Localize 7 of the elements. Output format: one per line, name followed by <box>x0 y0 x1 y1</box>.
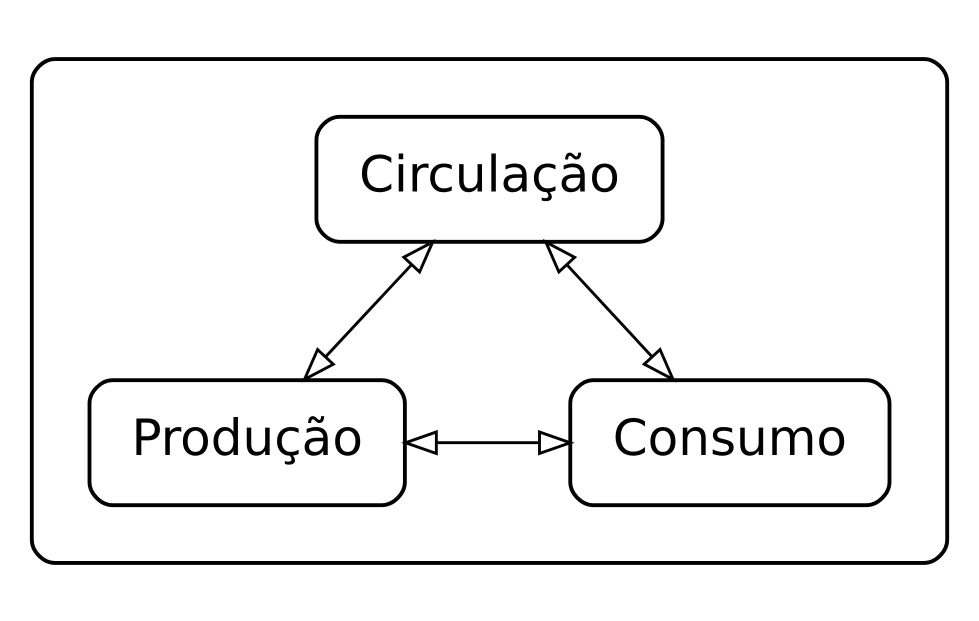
node-box: Consumo <box>568 378 892 507</box>
cluster <box>30 56 950 564</box>
node-box: Produção <box>88 378 407 507</box>
arrow <box>401 429 575 456</box>
arrow <box>542 238 676 382</box>
arrow <box>302 238 436 382</box>
node-box: Circulação <box>314 114 664 244</box>
